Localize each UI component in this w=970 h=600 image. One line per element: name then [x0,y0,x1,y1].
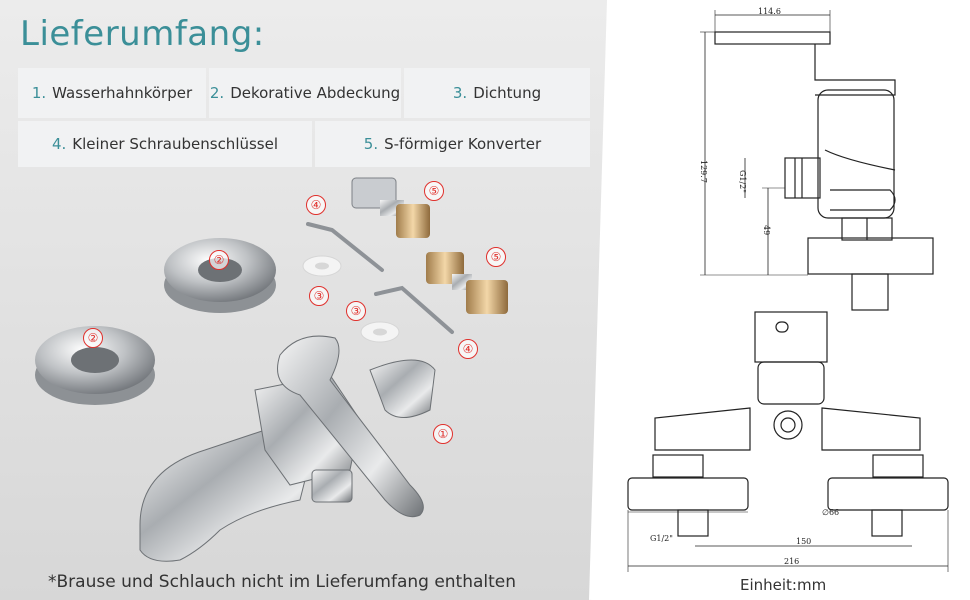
allen-key-bottom [374,285,454,334]
decorative-cover-right [164,238,276,313]
marker-1: ① [433,424,453,444]
dim-216: 216 [784,557,799,566]
item-cell-2: 2. Dekorative Abdeckung [209,68,401,118]
item-label: Dichtung [473,84,542,102]
marker-2-left: ② [83,328,103,348]
s-converter-top [351,177,430,238]
item-number: 1. [31,84,47,102]
item-label: S-förmiger Konverter [384,135,542,153]
components-photo [35,177,508,562]
unit-label: Einheit:mm [740,576,827,594]
item-number: 2. [209,84,225,102]
dim-thread-side: G1/2" [738,170,747,193]
marker-5-bottom: ⑤ [486,247,506,267]
item-number: 4. [51,135,67,153]
item-cell-4: 4. Kleiner Schraubenschlüssel [18,121,312,167]
dim-diameter: ∅66 [822,508,839,517]
item-cell-5: 5. S-förmiger Konverter [315,121,590,167]
side-lever [714,31,831,45]
decorative-cover-left [35,326,155,405]
item-label: Wasserhahnkörper [52,84,193,102]
dim-49: 49 [762,225,771,235]
footnote: *Brause und Schlauch nicht im Lieferumfa… [48,572,517,592]
item-cell-3: 3. Dichtung [404,68,590,118]
marker-4-bottom: ④ [458,339,478,359]
item-label: Dekorative Abdeckung [230,84,401,102]
marker-3-bottom: ③ [346,301,366,321]
s-converter-bottom [426,252,508,314]
dim-150: 150 [796,537,811,546]
technical-drawing: 114.6 129.7 G1/2" 49 ∅66 G1/2" 150 216 [627,7,949,572]
dim-height: 129.7 [699,160,708,183]
dim-width: 114.6 [758,7,781,16]
faucet-body [139,335,436,562]
item-label: Kleiner Schraubenschlüssel [72,135,279,153]
marker-2-right: ② [209,250,229,270]
allen-key-top [306,222,384,272]
side-base [807,237,934,275]
front-top [754,311,828,363]
item-number: 5. [363,135,379,153]
dim-thread-front: G1/2" [650,534,673,543]
front-cover-right [827,477,949,511]
front-outlet [773,410,803,440]
side-body [817,89,895,219]
item-cell-1: 1. Wasserhahnkörper [18,68,206,118]
marker-5-top: ⑤ [424,181,444,201]
item-number: 3. [452,84,468,102]
marker-3-top: ③ [309,286,329,306]
page-title: Lieferumfang: [20,14,265,54]
front-cover-left [627,477,749,511]
marker-4-top: ④ [306,195,326,215]
